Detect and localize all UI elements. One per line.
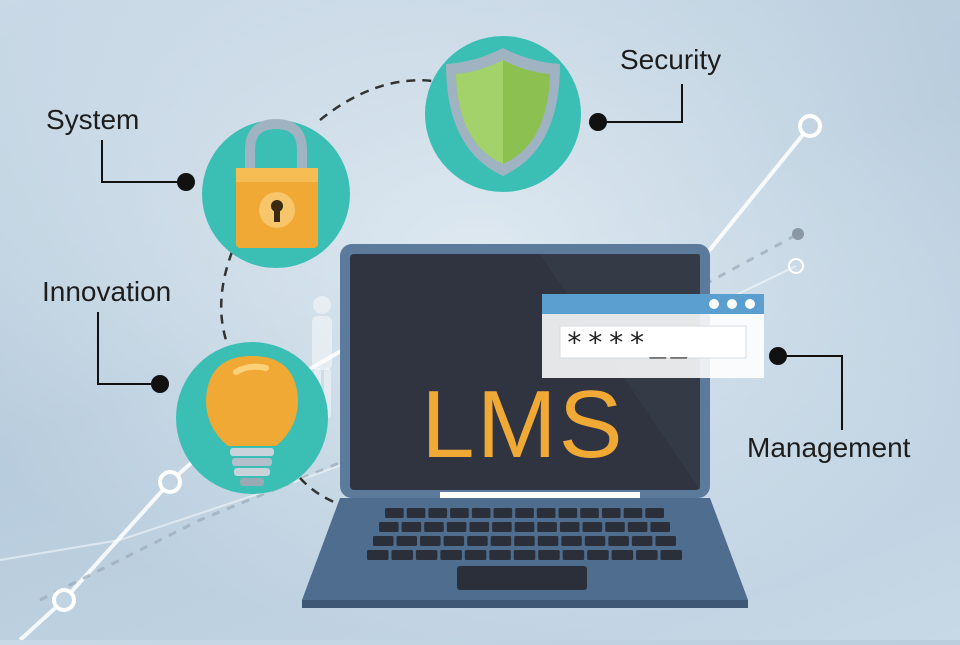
keyboard-key	[469, 522, 490, 532]
keyboard-key	[424, 522, 444, 532]
keyboard-key	[623, 508, 643, 518]
keyboard-key	[406, 508, 426, 518]
keyboard-key	[515, 508, 534, 518]
keyboard-key	[627, 522, 648, 532]
keyboard-key	[420, 536, 441, 546]
keyboard-key	[401, 522, 422, 532]
callout-security	[589, 84, 683, 131]
keyboard-key	[537, 536, 559, 546]
keyboard-key	[582, 522, 603, 532]
label-management: Management	[747, 432, 911, 463]
callout-management	[769, 347, 843, 430]
keyboard-key	[490, 536, 512, 546]
keyboard-key	[536, 508, 556, 518]
keyboard-key	[513, 550, 536, 560]
callout-system	[101, 140, 195, 191]
keyboard-key	[492, 522, 512, 532]
lock-icon	[202, 118, 350, 268]
connector-arc-left	[219, 251, 234, 341]
login-window-icon	[542, 294, 764, 378]
keyboard-key	[655, 536, 676, 546]
keyboard-key	[493, 508, 513, 518]
keyboard-key	[650, 522, 670, 532]
chart-node	[788, 258, 804, 274]
keyboard-key	[471, 508, 491, 518]
chart-node	[158, 470, 182, 494]
screen-title: LMS	[421, 371, 625, 478]
keyboard-key	[464, 550, 487, 560]
password-field: ****__	[566, 326, 692, 359]
keyboard-key	[450, 508, 469, 518]
keyboard-key	[584, 536, 606, 546]
keyboard-key	[443, 536, 465, 546]
keyboard-key	[562, 550, 585, 560]
label-system: System	[46, 104, 140, 135]
keyboard-key	[660, 550, 682, 560]
chart-node	[792, 228, 804, 240]
keyboard-key	[514, 522, 535, 532]
keyboard-key	[514, 536, 535, 546]
connector-arc-top	[319, 79, 441, 121]
lightbulb-icon	[176, 342, 328, 494]
keyboard-key	[396, 536, 417, 546]
shield-icon	[425, 36, 581, 192]
keyboard-key	[379, 522, 399, 532]
keyboard	[367, 508, 682, 560]
keyboard-key	[559, 522, 580, 532]
chart-node	[798, 114, 822, 138]
keyboard-key	[608, 536, 629, 546]
keyboard-key	[467, 536, 488, 546]
keyboard-key	[611, 550, 634, 560]
keyboard-key	[446, 522, 467, 532]
keyboard-key	[558, 508, 578, 518]
keyboard-key	[391, 550, 413, 560]
keyboard-key	[631, 536, 653, 546]
keyboard-key	[561, 536, 582, 546]
chart-node	[52, 588, 76, 612]
callout-innovation	[97, 312, 169, 393]
keyboard-key	[538, 550, 560, 560]
keyboard-key	[587, 550, 609, 560]
keyboard-key	[415, 550, 438, 560]
label-security: Security	[620, 44, 722, 75]
keyboard-key	[489, 550, 511, 560]
keyboard-key	[385, 508, 404, 518]
keyboard-key	[645, 508, 664, 518]
keyboard-key	[605, 522, 625, 532]
keyboard-key	[373, 536, 394, 546]
keyboard-key	[580, 508, 599, 518]
keyboard-key	[367, 550, 389, 560]
keyboard-key	[537, 522, 557, 532]
keyboard-key	[440, 550, 462, 560]
keyboard-key	[636, 550, 658, 560]
trackpad	[457, 566, 587, 590]
label-innovation: Innovation	[42, 276, 172, 307]
keyboard-key	[601, 508, 621, 518]
keyboard-key	[428, 508, 448, 518]
